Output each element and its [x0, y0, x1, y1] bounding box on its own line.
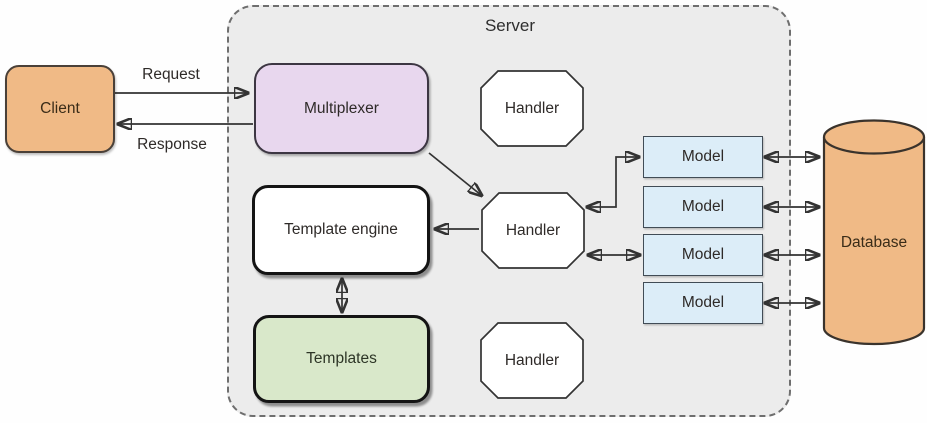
client-node: Client: [5, 65, 115, 153]
multiplexer-node: Multiplexer: [254, 63, 429, 154]
database-node: Database: [822, 118, 926, 346]
model-label: Model: [681, 294, 725, 311]
templates-node: Templates: [253, 315, 430, 403]
model-node: Model: [643, 282, 763, 324]
model-node: Model: [643, 234, 763, 276]
model-node: Model: [643, 186, 763, 228]
response-label: Response: [137, 136, 207, 153]
handler-top-node: Handler: [480, 70, 584, 147]
templates-label: Templates: [306, 350, 377, 367]
database-cylinder-shape: [822, 119, 926, 346]
handler-bottom-node: Handler: [480, 322, 584, 399]
template-engine-node: Template engine: [252, 185, 430, 275]
handler-middle-node: Handler: [481, 192, 585, 269]
database-label: Database: [840, 234, 908, 251]
server-title: Server: [484, 16, 536, 35]
model-label: Model: [681, 148, 725, 165]
client-label: Client: [40, 100, 80, 117]
model-label: Model: [681, 246, 725, 263]
handler-top-label: Handler: [504, 99, 560, 117]
request-label: Request: [142, 66, 200, 83]
multiplexer-label: Multiplexer: [304, 99, 379, 117]
octagon-shape: [480, 70, 584, 147]
model-node: Model: [643, 136, 763, 178]
model-label: Model: [681, 198, 725, 215]
template-engine-label: Template engine: [284, 221, 398, 238]
handler-bottom-label: Handler: [504, 351, 560, 369]
handler-middle-label: Handler: [505, 221, 561, 239]
octagon-shape: [481, 192, 585, 269]
octagon-shape: [480, 322, 584, 399]
